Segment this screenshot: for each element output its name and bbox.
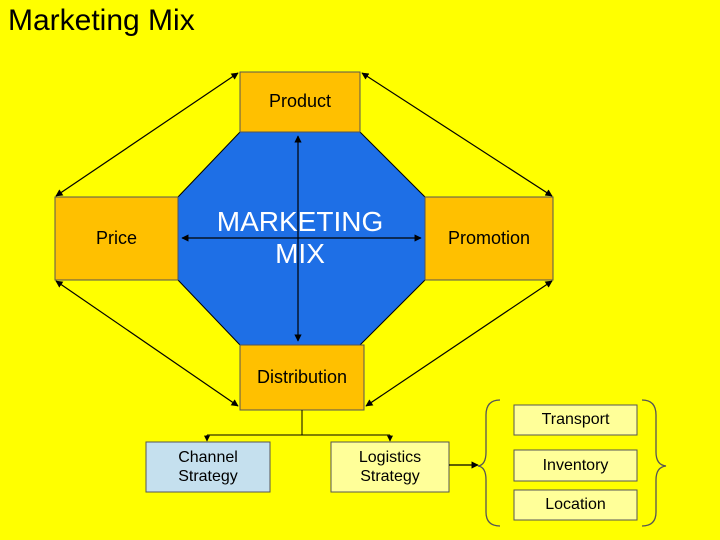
arrow-price-distribution bbox=[55, 280, 239, 407]
arrow-price-product bbox=[55, 72, 239, 197]
channel-strategy-box bbox=[145, 441, 271, 493]
location-box bbox=[513, 489, 638, 521]
logistics-strategy-box bbox=[330, 441, 450, 493]
arrow-product-promotion bbox=[361, 72, 553, 197]
price-box bbox=[54, 196, 179, 281]
price-label: Price bbox=[95, 227, 137, 248]
left-curly-brace bbox=[477, 399, 501, 527]
logistics-strategy-label: Logistics Strategy bbox=[331, 442, 449, 492]
arrow-promotion-distribution bbox=[365, 280, 553, 407]
right-curly-brace bbox=[641, 399, 667, 527]
inventory-label: Inventory bbox=[542, 456, 609, 474]
inventory-box bbox=[513, 449, 638, 482]
promotion-label: Promotion bbox=[447, 227, 531, 248]
center-line-2: MIX bbox=[275, 238, 325, 269]
channel-line-1: Channel bbox=[178, 448, 238, 466]
channel-strategy-label: Channel Strategy bbox=[146, 442, 270, 492]
page-title: Marketing Mix bbox=[8, 4, 195, 37]
location-label: Location bbox=[545, 496, 606, 514]
center-label: MARKETING MIX bbox=[205, 198, 395, 278]
logistics-line-2: Strategy bbox=[360, 468, 420, 485]
product-box bbox=[239, 71, 361, 133]
transport-label: Transport bbox=[541, 411, 610, 429]
logistics-line-1: Logistics bbox=[358, 448, 422, 466]
promotion-box bbox=[424, 196, 554, 281]
channel-line-2: Strategy bbox=[178, 468, 238, 485]
product-label: Product bbox=[268, 91, 332, 112]
distribution-label: Distribution bbox=[256, 366, 348, 387]
center-line-1: MARKETING bbox=[216, 205, 384, 237]
transport-box bbox=[513, 404, 638, 436]
